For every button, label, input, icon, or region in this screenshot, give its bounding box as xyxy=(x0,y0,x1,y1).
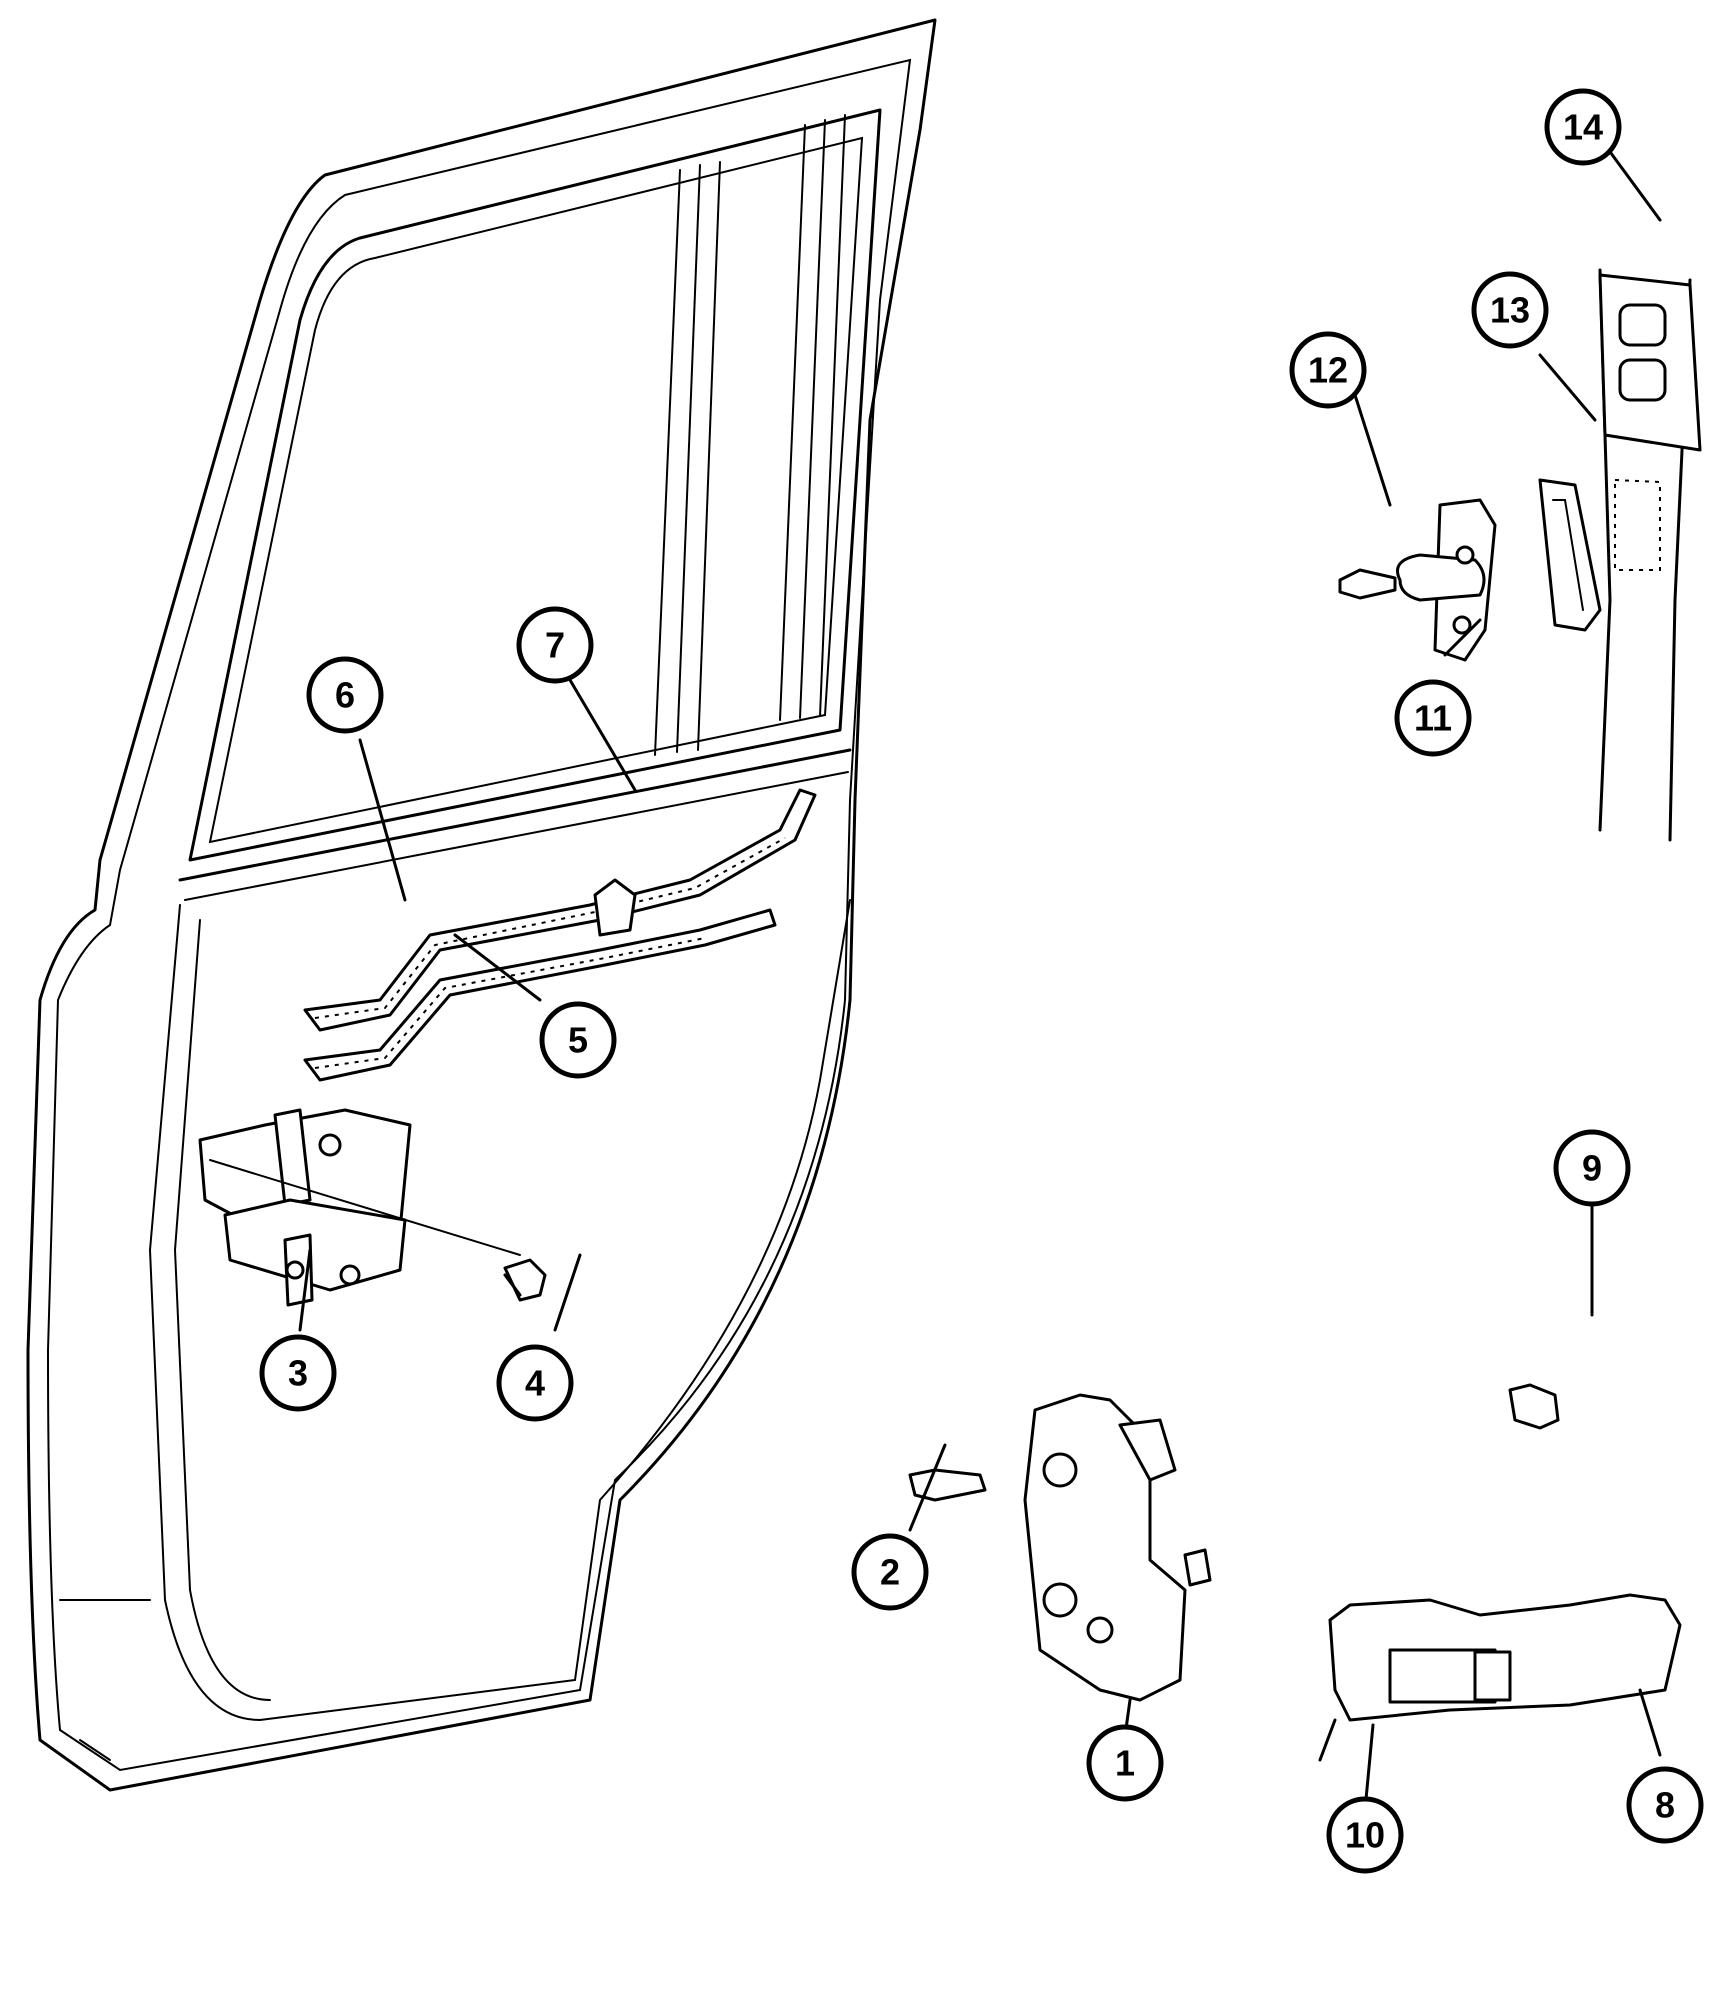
handle-nut xyxy=(1508,1383,1560,1430)
callout-label: 13 xyxy=(1490,290,1530,331)
callout-label: 8 xyxy=(1655,1785,1675,1826)
callout-label: 7 xyxy=(545,625,565,666)
door-check xyxy=(1396,498,1497,662)
hinge-bolt xyxy=(503,1258,547,1302)
callout-label: 3 xyxy=(288,1353,308,1394)
callout-13: 13 xyxy=(1471,271,1549,349)
callout-label: 10 xyxy=(1345,1815,1385,1856)
callout-label: 11 xyxy=(1414,698,1452,739)
check-screw xyxy=(1338,568,1397,600)
handle-rod xyxy=(1318,1718,1337,1762)
callout-label: 2 xyxy=(880,1552,900,1593)
latch-fastener xyxy=(908,1468,987,1502)
callout-12: 12 xyxy=(1289,331,1367,409)
callout-label: 1 xyxy=(1115,1743,1135,1784)
callout-7: 7 xyxy=(516,606,594,684)
callout-9: 9 xyxy=(1553,1129,1631,1207)
callout-5: 5 xyxy=(539,1001,617,1079)
window-regulator xyxy=(303,788,817,1082)
callout-1: 1 xyxy=(1086,1724,1164,1802)
callout-label: 14 xyxy=(1563,107,1603,148)
striker-spacer xyxy=(1538,478,1602,632)
callout-label: 6 xyxy=(335,675,355,716)
callout-label: 9 xyxy=(1582,1148,1602,1189)
door-shell xyxy=(26,18,937,1792)
door-latch xyxy=(1023,1393,1212,1702)
callout-8: 8 xyxy=(1626,1766,1704,1844)
exterior-handle xyxy=(1328,1593,1682,1722)
callout-label: 12 xyxy=(1308,350,1348,391)
callout-3: 3 xyxy=(259,1334,337,1412)
callout-10: 10 xyxy=(1326,1796,1404,1874)
callout-label: 5 xyxy=(568,1020,588,1061)
callout-11: 11 xyxy=(1394,679,1472,757)
callout-4: 4 xyxy=(496,1344,574,1422)
b-pillar xyxy=(1598,268,1702,842)
callout-label: 4 xyxy=(525,1363,545,1404)
leader-lines xyxy=(298,143,1662,1812)
callout-14: 14 xyxy=(1544,88,1622,166)
callout-2: 2 xyxy=(851,1533,929,1611)
door-hinge xyxy=(198,1108,521,1307)
callout-6: 6 xyxy=(306,656,384,734)
